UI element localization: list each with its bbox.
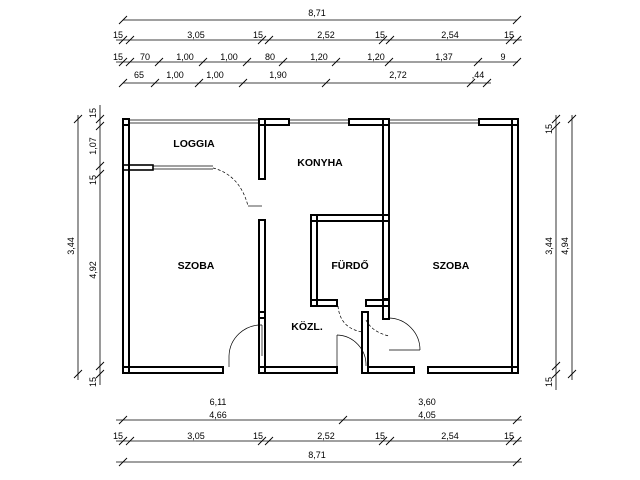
dim-top-row3-4: 2,72 [389,70,407,80]
dim-bottom-mid-1: 3,60 [418,397,436,407]
door-swing-szoba-right [388,317,421,351]
wall-bottom-middle [258,366,338,374]
dim-bottom-row1-1: 4,05 [418,410,436,420]
room-labels: LOGGIA KONYHA SZOBA FÜRDŐ SZOBA KÖZL. [173,138,470,333]
dim-right-inner-0: 15 [544,124,554,134]
dim-bottom-mid-0: 6,11 [210,397,227,407]
dim-top-row2-2: 1,00 [176,52,194,62]
dim-top-row2-8: 9 [500,52,505,62]
dim-top-row3-5: ,44 [472,70,485,80]
dim-left-outer: 3,44 [66,237,76,255]
door-swing-loggia [212,167,249,207]
wall-corridor-stub-right [361,311,369,374]
dim-left-inner-4: 15 [88,377,98,387]
doors [212,167,421,367]
dim-bottom-row2-3: 2,52 [317,431,335,441]
dim-bottom-row2-5: 2,54 [441,431,459,441]
door-swing-entrance [336,334,367,367]
dim-top-row1-2: 15 [253,30,263,40]
dim-top-row1-1: 3,05 [187,30,205,40]
wall-bath-bottom-a [310,299,338,307]
room-label-szoba-left: SZOBA [178,260,215,272]
dim-top-row3-3: 1,90 [269,70,287,80]
dim-top-row3-2: 1,00 [206,70,224,80]
dim-left-inner-3: 4,92 [88,261,98,279]
left-dimension-chains: 3,44 15 1,07 15 4,92 15 [66,105,105,387]
right-dimension-chains: 15 3,44 15 4,94 [544,114,577,390]
wall-bath-left [310,214,318,307]
dim-right-inner-2: 15 [544,377,554,387]
dim-top-row2-3: 1,00 [220,52,238,62]
dim-top-row1-4: 15 [375,30,385,40]
dim-right-inner-1: 3,44 [544,237,554,255]
room-label-furdo: FÜRDŐ [331,259,368,272]
door-swing-szoba-left [228,324,263,357]
wall-top-left-corner [122,118,130,126]
wall-bath-bottom-b [365,299,390,307]
walls [122,118,519,374]
dim-bottom-row2-1: 3,05 [187,431,205,441]
wall-corridor-stub-left [258,311,266,374]
wall-outer-right [511,118,519,374]
wall-bottom-left [122,366,224,374]
wall-interior-b-top [382,118,390,300]
room-label-kozl: KÖZL. [291,320,323,333]
wall-top-segment-4 [478,118,519,126]
door-swing-furdo [337,305,363,333]
dim-left-inner-1: 1,07 [88,137,98,155]
dim-left-inner-0: 15 [88,108,98,118]
top-dimension-chains: 8,71 15 3,05 15 2,52 15 2,54 15 15 70 1,… [113,8,522,88]
wall-bottom-right-a [367,366,415,374]
room-label-szoba-right: SZOBA [433,260,470,272]
wall-loggia-divider [122,164,154,171]
bottom-dimension-chains: 6,11 3,60 4,66 4,05 15 3,05 15 2,52 15 2… [113,397,522,467]
wall-interior-a-bottom [258,219,266,319]
dim-top-row2-5: 1,20 [310,52,328,62]
dim-top-row1-5: 2,54 [441,30,459,40]
dim-top-row2-6: 1,20 [367,52,385,62]
dim-bottom-row1-0: 4,66 [209,410,227,420]
dim-top-row1-0: 15 [113,30,123,40]
dim-top-total: 8,71 [308,8,326,18]
dim-bottom-row2-2: 15 [253,431,263,441]
wall-bottom-right-b [427,366,519,374]
dim-top-row1-3: 2,52 [317,30,335,40]
room-label-loggia: LOGGIA [173,138,215,150]
dim-top-row2-4: 80 [265,52,275,62]
dim-top-row3-1: 1,00 [166,70,184,80]
dim-bottom-row2-4: 15 [375,431,385,441]
wall-bath-top [310,214,390,222]
dim-bottom-row2-0: 15 [113,431,123,441]
dim-bottom-row2-6: 15 [504,431,514,441]
dim-left-inner-2: 15 [88,175,98,185]
wall-outer-left [122,118,130,374]
dim-top-row2-7: 1,37 [435,52,453,62]
dim-top-row3-0: 65 [134,70,144,80]
room-label-konyha: KONYHA [297,157,343,169]
dim-top-row2-1: 70 [140,52,150,62]
dim-top-row2-0: 15 [113,52,123,62]
dim-top-row1-6: 15 [504,30,514,40]
dim-right-outer: 4,94 [560,237,570,255]
dim-bottom-total: 8,71 [308,450,326,460]
windows [129,119,479,170]
wall-interior-a-top [258,118,266,180]
